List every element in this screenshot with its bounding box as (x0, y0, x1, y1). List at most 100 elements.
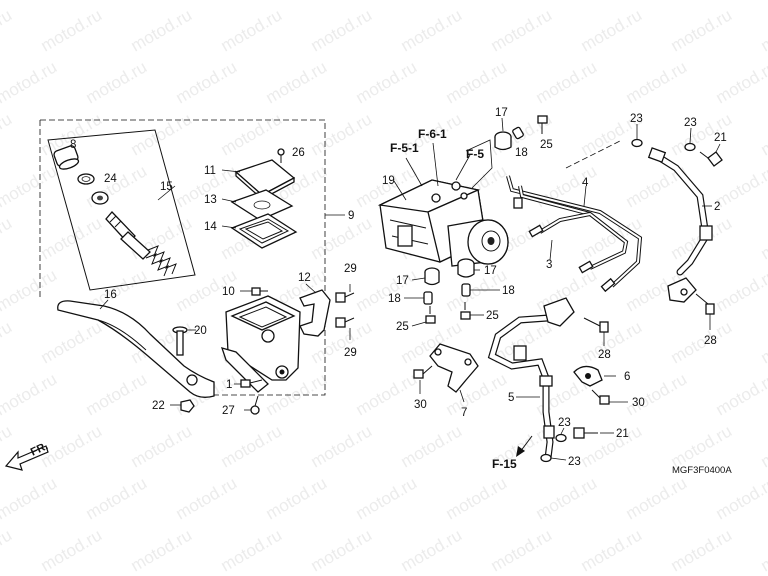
label-19: 19 (382, 175, 395, 187)
watermark-text: motod.ru (353, 0, 421, 3)
watermark-text: motod.ru (218, 421, 286, 471)
label-17-lower-right: 17 (484, 265, 497, 277)
diagram-code: MGF3F0400A (672, 465, 732, 476)
label-28-middle: 28 (598, 349, 611, 361)
label-18-lower-right: 18 (502, 285, 515, 297)
watermark-text: motod.ru (713, 265, 768, 315)
bolt-part-21-upper (699, 151, 723, 167)
leader-f51 (405, 157, 423, 187)
label-9: 9 (348, 210, 354, 222)
watermark-text: motod.ru (353, 265, 421, 315)
leader-f5 (455, 154, 471, 181)
label-30-right: 30 (632, 397, 645, 409)
watermark-text: motod.ru (0, 0, 60, 3)
watermark-text: motod.ru (758, 421, 768, 471)
label-3: 3 (546, 259, 552, 271)
watermark-text: motod.ru (623, 473, 691, 523)
watermark-text: motod.ru (443, 265, 511, 315)
watermark-text: motod.ru (308, 109, 376, 159)
dashed-route (565, 139, 623, 169)
watermark-text: motod.ru (623, 0, 691, 3)
bolt-part-30-right (591, 389, 610, 405)
leader-16 (99, 299, 109, 310)
watermark-text: motod.ru (173, 0, 241, 3)
bolt-part-29-upper (335, 292, 355, 303)
watermark-text: motod.ru (308, 213, 376, 263)
grommet-part-17-lower-right (457, 258, 475, 278)
watermark-text: motod.ru (38, 317, 106, 367)
watermark-text: motod.ru (713, 161, 768, 211)
bolt-part-21-lower (573, 427, 598, 439)
watermark-text: motod.ru (533, 473, 601, 523)
watermark-text: motod.ru (443, 0, 511, 3)
watermark-text: motod.ru (308, 421, 376, 471)
label-16: 16 (104, 289, 117, 301)
watermark-text: motod.ru (308, 525, 376, 575)
label-20: 20 (194, 325, 207, 337)
watermark-text: motod.ru (758, 317, 768, 367)
leader-14 (221, 225, 237, 229)
label-17-lower-left: 17 (396, 275, 409, 287)
screw-part-27 (250, 395, 260, 415)
label-25-lower-left: 25 (396, 321, 409, 333)
watermark-text: motod.ru (218, 5, 286, 55)
nut-part-22 (180, 399, 195, 413)
watermark-text: motod.ru (0, 369, 60, 419)
bracket-part-7 (429, 343, 479, 393)
watermark-text: motod.ru (758, 525, 768, 575)
watermark-text: motod.ru (353, 369, 421, 419)
circlip-part-24 (77, 173, 95, 185)
collar-part-18-lower-left (423, 291, 433, 305)
clamp-part-12 (299, 289, 331, 337)
leader-3 (549, 239, 553, 261)
watermark-text: motod.ru (488, 525, 556, 575)
pivot-bolt-part-20 (172, 326, 188, 356)
ref-f61: F-6-1 (418, 127, 447, 141)
watermark-text: motod.ru (173, 57, 241, 107)
label-1: 1 (226, 379, 232, 391)
front-direction-arrow (4, 445, 49, 471)
watermark-text: motod.ru (713, 369, 768, 419)
watermark-text: motod.ru (488, 5, 556, 55)
bolt-part-25-lower-right (460, 302, 471, 320)
watermark-text: motod.ru (83, 369, 151, 419)
watermark-text: motod.ru (668, 5, 736, 55)
watermark-text: motod.ru (83, 0, 151, 3)
bolt-part-25-top (537, 115, 548, 134)
watermark-text: motod.ru (38, 213, 106, 263)
watermark-text: motod.ru (173, 473, 241, 523)
leader-7 (459, 389, 465, 403)
watermark-text: motod.ru (83, 473, 151, 523)
label-12: 12 (298, 272, 311, 284)
watermark-text: motod.ru (353, 57, 421, 107)
label-14: 14 (204, 221, 217, 233)
leader-17a (501, 117, 504, 132)
bolt-part-28-right (695, 293, 715, 315)
brake-hose-part-5 (487, 297, 575, 462)
watermark-text: motod.ru (533, 0, 601, 3)
label-15: 15 (160, 181, 173, 193)
watermark-text: motod.ru (758, 5, 768, 55)
label-21-upper: 21 (714, 132, 727, 144)
piston-kit-box (47, 129, 196, 291)
leader-19 (393, 180, 407, 201)
leader-23c (560, 427, 565, 435)
bolt-part-29-lower (335, 317, 355, 328)
watermark-text: motod.ru (668, 421, 736, 471)
leader-15 (157, 185, 176, 201)
collar-part-18-lower-right (461, 283, 471, 297)
brake-pipe-part-4 (506, 175, 643, 293)
leader-17b (411, 277, 426, 281)
washer-part-23-lower-a (555, 433, 567, 443)
watermark-text: motod.ru (353, 473, 421, 523)
label-30-left: 30 (414, 399, 427, 411)
leader-f61 (432, 142, 439, 187)
label-29-lower: 29 (344, 347, 357, 359)
watermark-text: motod.ru (398, 5, 466, 55)
watermark-text: motod.ru (218, 525, 286, 575)
watermark-text: motod.ru (0, 161, 60, 211)
watermark-text: motod.ru (443, 473, 511, 523)
watermark-text: motod.ru (38, 525, 106, 575)
